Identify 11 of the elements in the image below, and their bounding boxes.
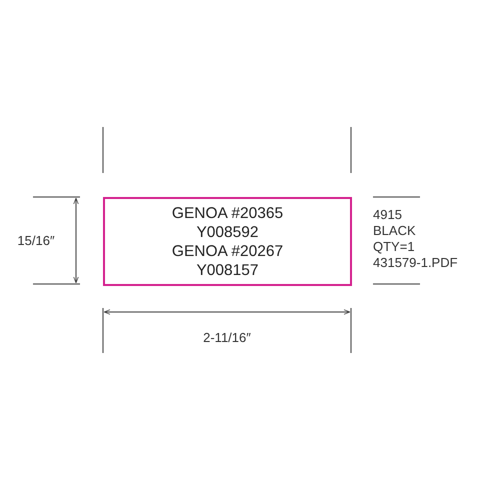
label-text: GENOA #20365 [172, 204, 284, 222]
label-text: Y008157 [196, 260, 259, 280]
spec-note: 4915 [373, 207, 402, 223]
spec-note: 431579-1.PDF [373, 255, 458, 271]
label-text: Y008592 [196, 222, 259, 242]
spec-note: QTY=1 [373, 239, 415, 255]
dimension-text: 2-11/16″ [202, 330, 252, 346]
label-text: GENOA #20267 [172, 242, 284, 260]
spec-note: BLACK [373, 223, 416, 239]
dimension-text: 15/16″ [16, 233, 56, 249]
label-box [103, 197, 352, 286]
